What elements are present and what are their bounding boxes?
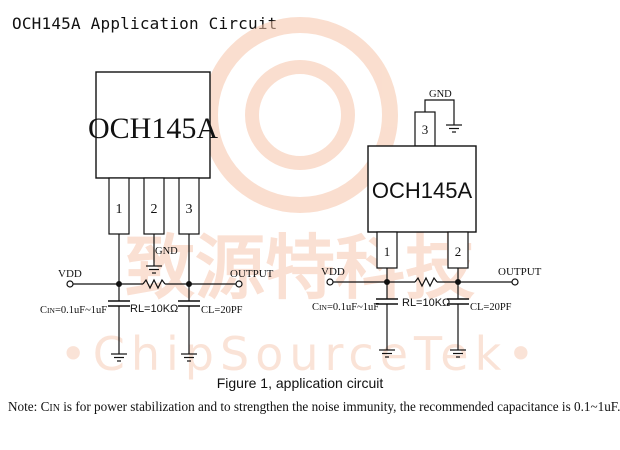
right-cl-label: CL=20PF [470,302,512,313]
left-pin-3-label: 3 [186,202,193,217]
left-vdd-terminal [66,280,74,288]
left-chip-label: OCH145A [88,112,218,145]
right-rl-label: RL=10KΩ [402,297,450,309]
right-pin-1-label: 1 [384,244,391,259]
note-text: Note: CIN is for power stabilization and… [8,399,620,415]
right-chip-body [367,145,477,233]
left-output-terminal [235,280,243,288]
left-resistor [142,278,166,290]
left-vdd-label: VDD [58,268,82,280]
left-pin-2-label: 2 [151,202,158,217]
right-circuit [326,99,519,358]
right-gnd-wire [424,99,455,125]
left-cin-label: CIN=0.1uF~1uF [40,305,107,316]
right-resistor [414,276,438,288]
right-cin-label: CIN=0.1uF~1uF [312,302,379,313]
right-chip-label: OCH145A [372,178,473,203]
left-gnd-label: GND [155,246,178,257]
right-vdd-terminal [326,278,334,286]
right-circuit-labels: GND 3 OCH145A 1 2 VDD OUTPUT CIN=0.1uF~1… [312,89,542,313]
right-output-terminal [511,278,519,286]
left-output-label: OUTPUT [230,268,274,280]
note-subscript: IN [49,403,60,414]
right-vdd-label: VDD [321,266,345,278]
right-pin-3-label: 3 [422,122,429,137]
left-circuit-labels: OCH145A 1 2 3 GND VDD OUTPUT CIN=0.1uF~1… [40,112,274,316]
left-cl-label: CL=20PF [201,305,243,316]
left-pin-1-label: 1 [116,202,123,217]
watermark-chinese: 致源特科技 [125,227,475,309]
watermark-latin: •ChipSourceTek• [60,327,541,381]
left-circuit [66,71,243,362]
circuit-diagram: 致源特科技 •ChipSourceTek• [40,17,542,381]
right-output-label: OUTPUT [498,266,542,278]
right-pin-2-label: 2 [455,244,462,259]
watermark-logo-inner [245,60,355,170]
watermark-logo-ring [202,17,398,213]
note-body: is for power stabilization and to streng… [59,399,620,414]
left-rl-label: RL=10KΩ [130,303,178,315]
note-prefix: Note: C [8,399,50,414]
page-title: OCH145A Application Circuit [12,14,278,33]
figure-caption: Figure 1, application circuit [216,375,384,391]
left-chip-body [95,71,211,179]
right-gnd-label: GND [429,89,452,100]
